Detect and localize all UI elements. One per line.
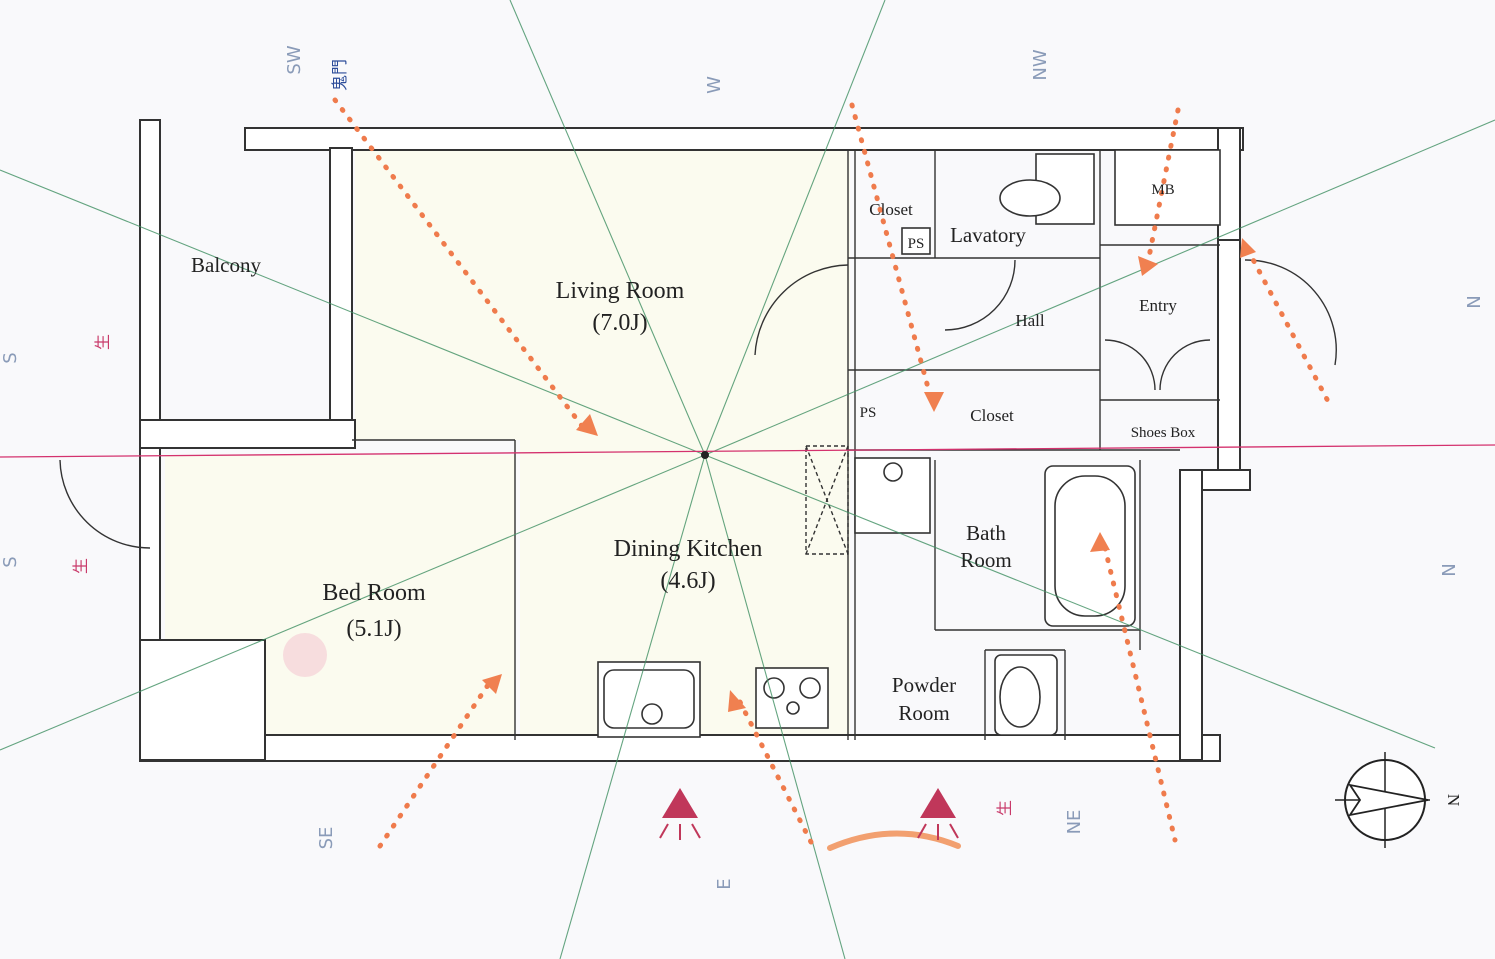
- bath-room-label-line2: Room: [960, 548, 1011, 572]
- bathtub: [1044, 465, 1136, 627]
- entrance-triangle-icon: [920, 788, 956, 818]
- direction-n-top: N: [1464, 295, 1485, 308]
- direction-s-top: S: [0, 352, 21, 363]
- room-tints: [165, 148, 850, 740]
- bed-room-label: Bed Room: [322, 580, 426, 606]
- lavatory-label: Lavatory: [950, 223, 1026, 247]
- direction-w: W: [704, 76, 725, 94]
- direction-se: SE: [316, 827, 337, 850]
- balcony-label: Balcony: [191, 253, 261, 277]
- dining-kitchen-label: Dining Kitchen: [614, 536, 763, 562]
- mb-label: MB: [1151, 182, 1174, 198]
- powder-room-label-line1: Powder: [892, 673, 956, 697]
- direction-e: E: [714, 878, 735, 889]
- ps-top-label: PS: [908, 236, 925, 252]
- entry-label: Entry: [1139, 296, 1177, 315]
- kitchen-sink: [597, 661, 701, 738]
- direction-ne: NE: [1064, 810, 1085, 835]
- washbasin: [994, 654, 1058, 736]
- direction-sw: SW: [284, 45, 305, 74]
- entrance-triangle-icon: [662, 788, 698, 818]
- direction-n-bottom: N: [1439, 563, 1460, 576]
- closet-mid-label: Closet: [970, 406, 1014, 425]
- direction-nw: NW: [1030, 49, 1051, 80]
- handwritten-mark-4: 生: [995, 800, 1014, 816]
- closet-top-label: Closet: [869, 200, 913, 219]
- washing-machine: [883, 462, 903, 482]
- dining-kitchen-size: (4.6J): [660, 568, 715, 594]
- entrance-markers: [659, 788, 959, 840]
- stove: [755, 667, 829, 729]
- ps-top-box: [901, 227, 931, 255]
- walls: [59, 119, 1337, 762]
- bath-room-label-line1: Bath: [966, 521, 1006, 545]
- shoes-box-label: Shoes Box: [1131, 425, 1196, 441]
- compass-north-label: N: [1444, 794, 1463, 806]
- fridge-space: [805, 445, 849, 555]
- powder-room-label-line2: Room: [898, 701, 949, 725]
- living-room-label: Living Room: [556, 278, 685, 304]
- bed-room-size: (5.1J): [346, 616, 401, 642]
- direction-s-bottom: S: [0, 556, 21, 567]
- handwritten-mark-2: 生: [93, 334, 112, 350]
- hall-label: Hall: [1015, 311, 1045, 330]
- toilet: [999, 153, 1095, 225]
- living-room-size: (7.0J): [592, 310, 647, 336]
- ps-mid-label: PS: [860, 405, 877, 421]
- north-arrow-icon: [1335, 752, 1430, 848]
- flow-arrows: [332, 97, 1333, 853]
- handwritten-mark-3: 生: [71, 558, 90, 574]
- handwritten-mark-1: 鬼門: [330, 59, 349, 91]
